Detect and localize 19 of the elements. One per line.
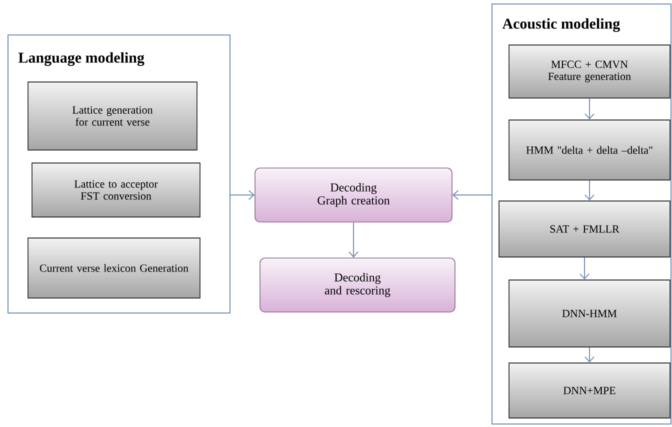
arrow bbox=[580, 256, 590, 280]
process-box: SAT + FMLLR bbox=[498, 200, 670, 258]
arrow bbox=[452, 190, 492, 200]
process-box: Current verse lexicon Generation bbox=[28, 238, 200, 298]
process-box: DNN+MPE bbox=[508, 362, 670, 418]
arrow bbox=[584, 180, 594, 201]
process-box: DNN-HMM bbox=[508, 280, 670, 348]
group-title: Language modeling bbox=[18, 52, 144, 66]
group-title: Acoustic modeling bbox=[502, 18, 620, 32]
process-box: Decoding and rescoring bbox=[260, 258, 456, 312]
arrow bbox=[230, 190, 255, 200]
process-box: MFCC + CMVN Feature generation bbox=[508, 44, 670, 98]
arrow bbox=[584, 98, 594, 120]
arrow bbox=[348, 222, 358, 258]
process-box: Decoding Graph creation bbox=[254, 168, 452, 222]
process-box: Lattice to acceptor FST conversion bbox=[32, 162, 200, 218]
arrow bbox=[584, 346, 594, 363]
process-box: HMM "delta + delta –delta" bbox=[508, 120, 670, 180]
process-box: Lattice generation for current verse bbox=[28, 82, 198, 150]
